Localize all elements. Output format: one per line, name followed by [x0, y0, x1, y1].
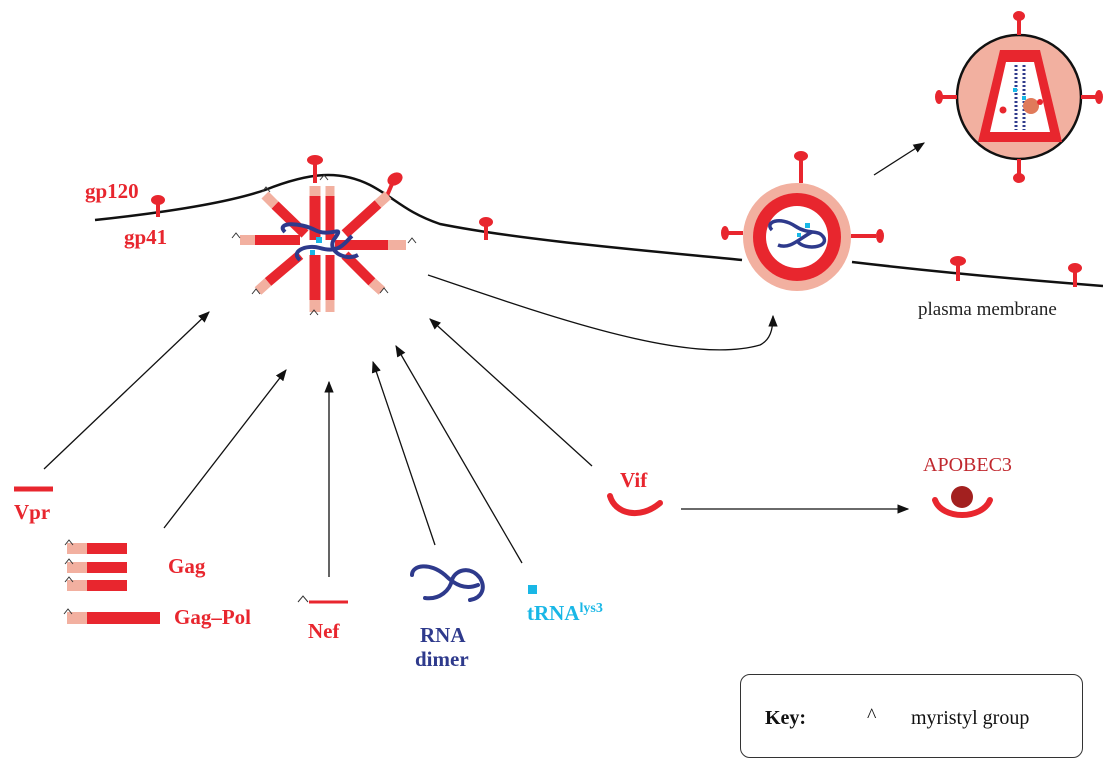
apobec3-label: APOBEC3: [923, 454, 1012, 476]
mature-virion: [935, 11, 1103, 183]
vif-label: Vif: [620, 468, 648, 492]
key-legend: Key: ^ myristyl group: [740, 674, 1083, 758]
arrows: [43, 142, 925, 577]
gag-proteins: [64, 539, 127, 591]
key-description: myristyl group: [911, 707, 1030, 729]
trna-label: tRNAlys3: [527, 601, 603, 625]
gag-pol-protein: [63, 608, 160, 624]
nef-label: Nef: [308, 619, 340, 643]
plasma-membrane: [94, 173, 1103, 288]
gp120-label: gp120: [85, 179, 139, 203]
envelope-protein: [1068, 263, 1082, 287]
trna-icon: [528, 585, 537, 594]
envelope-protein-gp120-gp41: [151, 195, 165, 217]
budding-virion: [721, 151, 884, 291]
nef-protein: [297, 595, 348, 604]
rna-dimer-icon: [410, 564, 485, 602]
envelope-protein: [950, 256, 966, 281]
rna-label: RNA: [420, 623, 466, 647]
plasma-membrane-label: plasma membrane: [918, 299, 1057, 320]
gag-label: Gag: [168, 554, 206, 578]
envelope-protein: [479, 217, 493, 240]
assembly-complex: [231, 155, 417, 316]
key-title: Key:: [765, 707, 807, 729]
myristyl-icon: ^: [867, 705, 877, 727]
gag-pol-label: Gag–Pol: [174, 605, 251, 629]
dimer-label: dimer: [415, 647, 469, 671]
vif-icon: [607, 493, 663, 517]
apobec3-icon: [932, 486, 993, 518]
gp41-label: gp41: [124, 225, 168, 249]
vpr-label: Vpr: [14, 500, 51, 524]
